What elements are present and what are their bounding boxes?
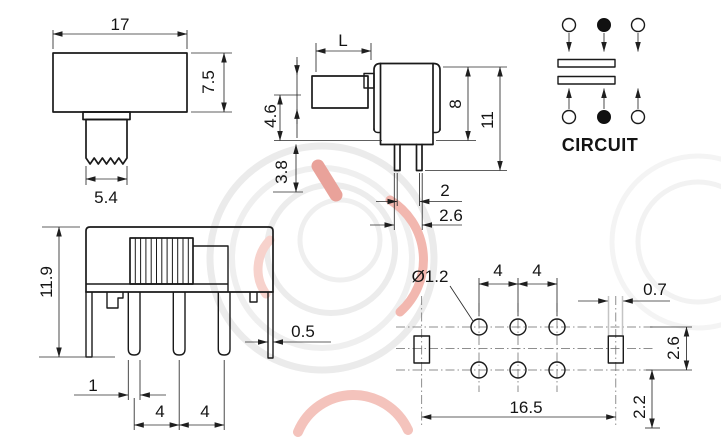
pcb-hole bbox=[548, 318, 566, 336]
dim-shaft-length: L bbox=[315, 31, 372, 72]
side-pins bbox=[393, 143, 423, 172]
dim-label-pcb-pitch-a: 4 bbox=[493, 261, 502, 280]
pin-1 bbox=[127, 292, 141, 356]
dim-hole-pitch: 4 4 bbox=[478, 261, 558, 316]
dim-label-knob-width: 5.4 bbox=[94, 188, 118, 207]
dim-label-pitch-b: 4 bbox=[200, 402, 209, 421]
terminal-common bbox=[597, 110, 611, 124]
pcb-hole bbox=[509, 361, 527, 379]
dim-leg-thickness: 0.5 bbox=[245, 322, 331, 345]
locating-tab bbox=[249, 292, 258, 303]
knob-knurling bbox=[134, 238, 189, 284]
watermark-logo bbox=[206, 142, 721, 437]
dim-hole-diameter: Ø1.2 bbox=[412, 267, 474, 322]
contact-bar bbox=[557, 75, 616, 85]
flange-feet bbox=[373, 128, 441, 134]
mount-leg-right bbox=[267, 292, 274, 359]
pcb-hole bbox=[509, 318, 527, 336]
dim-profile-height: 11.9 bbox=[37, 226, 115, 358]
pcb-slot-right bbox=[607, 335, 624, 364]
terminal-open bbox=[630, 109, 646, 125]
dim-front-width: 17 bbox=[52, 15, 188, 49]
dim-label-shaft-offset: 4.6 bbox=[261, 104, 280, 128]
body-flange-outline bbox=[373, 62, 441, 131]
watermark-red-stroke bbox=[311, 159, 343, 202]
dim-label-profile-height: 11.9 bbox=[37, 266, 56, 298]
terminal-common bbox=[597, 18, 611, 32]
dim-label-front-width: 17 bbox=[111, 15, 130, 34]
terminal-open bbox=[630, 17, 646, 33]
dim-pin-length: 3.8 bbox=[272, 144, 303, 193]
dim-label-total-height: 11 bbox=[478, 111, 497, 129]
knob-shaft-knurled bbox=[85, 118, 128, 165]
knob-collar bbox=[82, 111, 131, 121]
pcb-layout-view: Ø1.2 4 4 0.7 2.6 16.5 2.2 bbox=[396, 261, 692, 429]
dim-label-front-height: 7.5 bbox=[199, 70, 218, 94]
dim-label-pin-spacing: 2 bbox=[440, 181, 449, 200]
dim-label-span: 16.5 bbox=[509, 398, 542, 417]
dim-label-row-spacing: 2.6 bbox=[664, 336, 683, 360]
mount-leg-left bbox=[85, 292, 93, 358]
dim-label-pcb-pitch-b: 4 bbox=[532, 261, 541, 280]
terminal-open bbox=[561, 17, 577, 33]
circuit-caption: CIRCUIT bbox=[562, 135, 639, 155]
side-view: L 4.6 3.8 8 11 2 bbox=[261, 31, 507, 230]
pcb-hole bbox=[548, 361, 566, 379]
dim-label-body-height: 8 bbox=[446, 99, 465, 108]
dim-slot-offset: 2.2 bbox=[630, 369, 660, 429]
dim-label-pin-outer: 2.6 bbox=[439, 206, 463, 225]
dim-label-slot-offset: 2.2 bbox=[630, 395, 649, 419]
dim-pin-width: 1 bbox=[74, 360, 166, 400]
slot-centerlines bbox=[421, 296, 617, 427]
contact-bar bbox=[557, 58, 616, 68]
dim-label-pitch-a: 4 bbox=[155, 402, 164, 421]
terminal-open bbox=[561, 109, 577, 125]
dim-slot-width: 0.7 bbox=[578, 280, 670, 335]
switch-body-front bbox=[52, 52, 188, 113]
dim-label-pin-width: 1 bbox=[88, 376, 97, 395]
dim-shaft-offset: 4.6 bbox=[261, 57, 382, 141]
dim-row-spacing: 2.6 bbox=[646, 326, 692, 371]
dim-label-pin-length: 3.8 bbox=[272, 160, 291, 184]
dim-front-height: 7.5 bbox=[191, 52, 232, 113]
dim-span: 16.5 bbox=[421, 398, 617, 420]
profile-view: 11.9 1 4 4 0.5 bbox=[37, 226, 331, 430]
pcb-hole bbox=[470, 318, 488, 336]
dim-label-leg-thickness: 0.5 bbox=[291, 322, 315, 341]
dim-knob-width: 5.4 bbox=[85, 166, 128, 207]
front-view: 17 7.5 5.4 bbox=[52, 15, 232, 207]
body-core bbox=[379, 62, 434, 146]
dim-total-height: 11 bbox=[425, 66, 507, 171]
mount-bracket bbox=[106, 292, 124, 309]
circuit-diagram: CIRCUIT bbox=[557, 17, 646, 155]
pcb-slot-left bbox=[413, 335, 431, 364]
row-centerlines bbox=[396, 326, 654, 371]
body-outline bbox=[85, 226, 274, 293]
pin-2 bbox=[172, 292, 186, 356]
actuator-shaft bbox=[311, 75, 369, 109]
pcb-hole bbox=[470, 361, 488, 379]
column-centerlines bbox=[478, 303, 558, 392]
dim-label-slot-width: 0.7 bbox=[643, 280, 667, 299]
dim-pin-pitch: 4 4 bbox=[133, 360, 225, 430]
dim-pin-spacing: 2 2.6 bbox=[370, 173, 463, 230]
dim-body-height: 8 bbox=[436, 66, 507, 141]
slide-slot bbox=[193, 245, 229, 292]
dim-label-hole-diameter: Ø1.2 bbox=[412, 267, 449, 286]
pin-3 bbox=[217, 292, 231, 356]
dim-label-shaft-length: L bbox=[338, 31, 347, 50]
